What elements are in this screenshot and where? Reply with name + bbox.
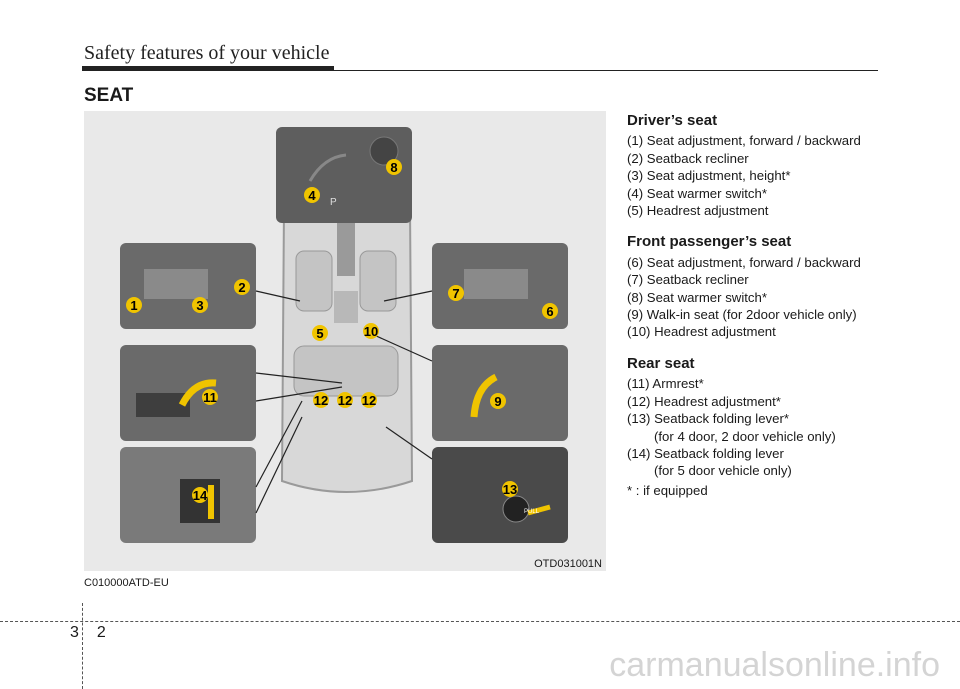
group-title: Front passenger’s seat xyxy=(627,233,792,251)
gear-letter: P xyxy=(330,197,337,208)
page-section: 3 xyxy=(70,624,97,641)
page-index: 2 xyxy=(96,624,124,641)
group-driver-seat: Driver’s seat (1) Seat adjustment, forwa… xyxy=(627,112,927,219)
section-title: SEAT xyxy=(84,85,134,106)
panel-walkin xyxy=(432,345,568,441)
list-item: (10) Headrest adjustment xyxy=(627,324,776,340)
list-item: (9) Walk-in seat (for 2door vehicle only… xyxy=(627,307,857,323)
seat-diagram: 1 2 3 4 5 6 7 8 9 10 11 12 12 12 13 14 P… xyxy=(84,111,606,571)
callout-8: 8 xyxy=(390,160,397,175)
list-item: (8) Seat warmer switch* xyxy=(627,289,767,305)
list-item: (6) Seat adjustment, forward / backward xyxy=(627,254,861,270)
panel-armrest xyxy=(120,345,256,441)
callout-4: 4 xyxy=(308,188,316,203)
footnote: * : if equipped xyxy=(627,482,708,498)
car-body xyxy=(280,192,414,493)
list-item: (7) Seatback recliner xyxy=(627,272,749,288)
list-item: (13) Seatback folding lever* xyxy=(627,411,790,427)
figure-code: OTD031001N xyxy=(534,558,602,570)
callout-11: 11 xyxy=(203,390,217,405)
panel-driver-seat xyxy=(120,243,256,329)
list-item-detail: (for 5 door vehicle only) xyxy=(654,463,792,479)
callouts: 1 2 3 4 5 6 7 8 9 10 11 12 12 12 13 14 xyxy=(126,159,558,503)
group-title: Driver’s seat xyxy=(627,112,718,129)
header-rule-thick xyxy=(82,66,334,71)
callout-3: 3 xyxy=(196,298,203,313)
group-rear-seat: Rear seat (11) Armrest* (12) Headrest ad… xyxy=(627,355,927,499)
list-item: (12) Headrest adjustment* xyxy=(627,393,781,409)
watermark: carmanualsonline.info xyxy=(609,646,940,684)
callout-12c: 12 xyxy=(362,393,376,408)
group-front-passenger-seat: Front passenger’s seat (6) Seat adjustme… xyxy=(627,233,927,340)
group-title: Rear seat xyxy=(627,354,695,372)
callout-9: 9 xyxy=(494,394,501,409)
seat-diagram-svg: 1 2 3 4 5 6 7 8 9 10 11 12 12 12 13 14 P… xyxy=(120,127,568,543)
console-panel xyxy=(276,127,412,223)
callout-10: 10 xyxy=(364,324,378,339)
document-code: C010000ATD-EU xyxy=(84,577,169,589)
callout-1: 1 xyxy=(130,298,137,313)
panel-folding-lever xyxy=(432,447,568,543)
callout-5: 5 xyxy=(316,326,323,341)
callout-13: 13 xyxy=(503,482,517,497)
callout-7: 7 xyxy=(452,286,459,301)
list-item-detail: (for 4 door, 2 door vehicle only) xyxy=(654,428,836,444)
callout-14: 14 xyxy=(193,488,208,503)
callout-12b: 12 xyxy=(338,393,352,408)
knob-text: PULL xyxy=(524,509,540,515)
callout-2: 2 xyxy=(238,280,245,295)
list-item: (5) Headrest adjustment xyxy=(627,203,769,219)
list-item: (2) Seatback recliner xyxy=(627,150,749,166)
list-item: (14) Seatback folding lever xyxy=(627,445,784,461)
header-rule xyxy=(82,70,878,71)
panel-passenger-seat xyxy=(432,243,568,329)
callout-6: 6 xyxy=(546,304,553,319)
list-item: (4) Seat warmer switch* xyxy=(627,185,767,201)
footer-divider-vertical xyxy=(82,603,83,689)
list-item: (3) Seat adjustment, height* xyxy=(627,168,791,184)
list-item: (1) Seat adjustment, forward / backward xyxy=(627,133,861,149)
footer-divider xyxy=(0,621,960,622)
header-title: Safety features of your vehicle xyxy=(84,42,330,64)
panel-folding-lever-5door xyxy=(120,447,256,543)
page-number: 32 xyxy=(70,624,124,642)
spec-list: Driver’s seat (1) Seat adjustment, forwa… xyxy=(627,112,927,513)
leader-lines xyxy=(255,290,433,514)
list-item: (11) Armrest* xyxy=(627,376,704,392)
callout-12a: 12 xyxy=(314,393,328,408)
